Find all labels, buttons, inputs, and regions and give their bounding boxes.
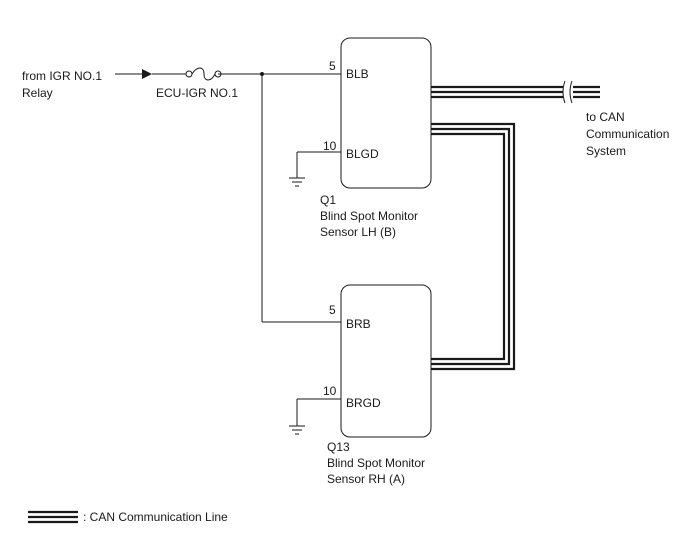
sensor-lh-code: Q1 [320,193,336,207]
power-wire [115,73,341,323]
sensor-lh-name-line2: Sensor LH (B) [320,225,396,239]
sensor-rh-name-line2: Sensor RH (A) [327,472,405,486]
sensor-rh-pin-ground-name: BRGD [346,396,381,410]
arrow-icon [142,69,152,79]
sensor-rh-name-line1: Blind Spot Monitor [327,456,425,470]
sensor-lh-pin-power-number: 5 [329,59,336,73]
source-label-line2: Relay [22,86,53,100]
ground-icon [289,398,341,435]
fuse-icon [185,67,222,81]
destination-line3: System [586,144,626,158]
sensor-lh-pin-ground-number: 10 [323,139,337,153]
sensor-rh-code: Q13 [327,440,350,454]
sensor-lh-pin-power-name: BLB [346,67,369,81]
legend-label: : CAN Communication Line [83,510,228,524]
legend-swatch [28,510,78,524]
source-label-line1: from IGR NO.1 [22,69,102,83]
sensor-rh-pin-ground-number: 10 [323,384,337,398]
sensor-lh-pin-ground-name: BLGD [346,147,379,161]
sensor-rh-pin-power-number: 5 [329,303,336,317]
destination-line1: to CAN [586,110,625,124]
junction-dot [260,72,264,76]
sensor-rh-pin-power-name: BRB [346,317,371,331]
sensor-lh-name-line1: Blind Spot Monitor [320,209,418,223]
ground-icon [289,151,341,187]
fuse-label: ECU-IGR NO.1 [156,86,238,100]
can-bus-to-system [431,85,600,99]
wire-break-icon [562,80,573,104]
destination-line2: Communication [586,127,669,141]
sensor-rh-box [340,284,432,438]
can-bus-loop [431,122,516,371]
sensor-lh-box [340,37,432,189]
